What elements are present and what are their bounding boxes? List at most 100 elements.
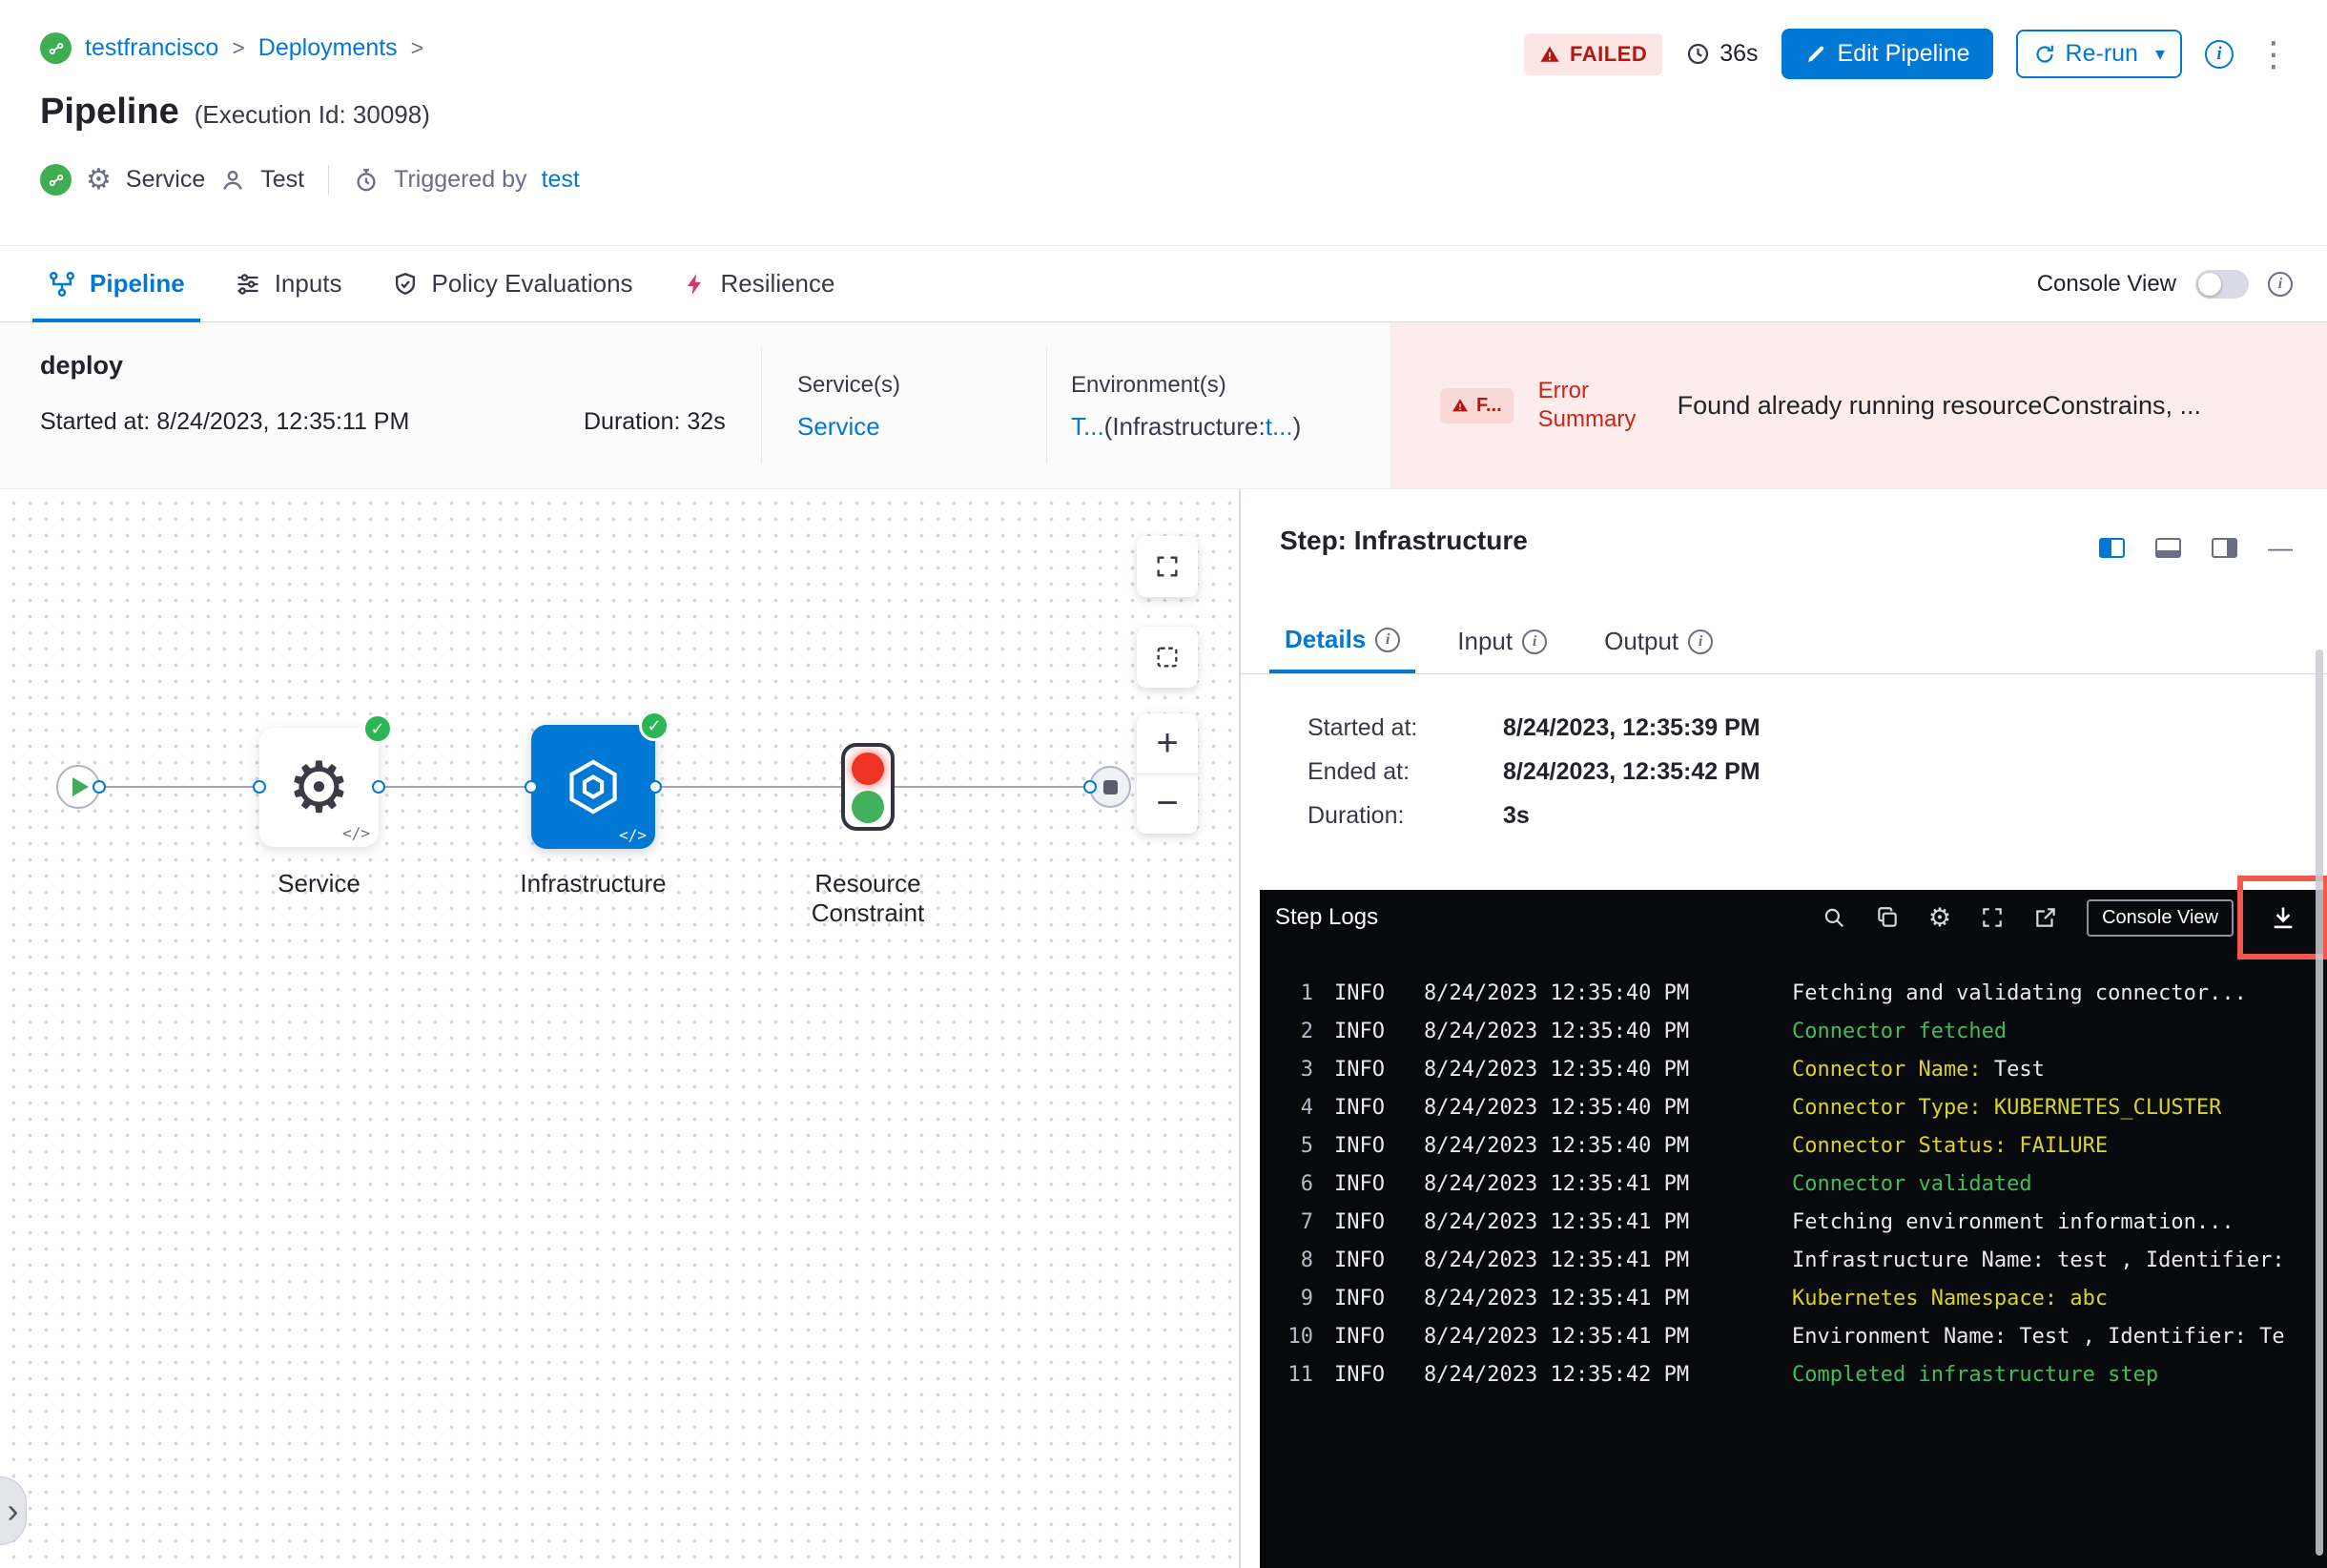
page-header: testfrancisco > Deployments > Pipeline (… [0,0,2327,245]
deployments-module-icon [40,32,72,64]
tab-pipeline-label: Pipeline [90,269,185,298]
breadcrumb-separator: > [410,35,424,60]
port-dot [649,780,662,794]
error-summary-strip: F... Error Summary Found already running… [1390,322,2327,488]
zoom-out-button[interactable]: − [1156,782,1179,825]
meta-service-label: Service [125,166,206,193]
step-detail-tabs: Details i Input i Output i [1269,609,1728,673]
rerun-button[interactable]: Re-run ▾ [2015,30,2182,78]
play-icon [72,777,89,796]
tab-input[interactable]: Input i [1442,609,1562,673]
resource-constraint-node[interactable] [841,743,895,831]
tab-resilience-label: Resilience [720,269,835,298]
edge-start-service [99,786,259,788]
detail-row-ended: Ended at: 8/24/2023, 12:35:42 PM [1308,758,1761,786]
more-options-kebab-icon[interactable]: ⋮ [2256,33,2291,73]
warning-triangle-icon [1540,46,1559,62]
tab-output[interactable]: Output i [1589,609,1728,673]
environments-value-link[interactable]: T...(Infrastructure:t...) [1071,412,1302,441]
error-status-chip-label: F... [1476,394,1502,416]
warning-triangle-icon [1452,399,1468,412]
stop-icon [1102,779,1118,794]
breadcrumb: testfrancisco > Deployments > [40,32,423,64]
step-panel-title: Step: Infrastructure [1280,526,1528,555]
page-title: Pipeline [40,92,179,132]
canvas-fullscreen-button[interactable] [1137,536,1198,597]
pencil-icon [1807,46,1823,62]
tabbar-right: Console View i [2037,246,2327,321]
log-settings-gear-icon[interactable]: ⚙ [1927,902,1952,932]
external-link-icon[interactable] [2033,905,2058,930]
pipeline-meta-row: ⚙ Service Test Triggered by test [40,164,580,196]
infrastructure-success-badge: ✓ [639,711,669,741]
edge-resource-end [895,786,1090,788]
execution-info-icon[interactable]: i [2205,39,2234,69]
output-info-icon[interactable]: i [1688,629,1714,654]
edge-infrastructure-resource [655,786,841,788]
breadcrumb-deployments-link[interactable]: Deployments [257,34,398,61]
duration-value: 3s [1503,802,1530,829]
infrastructure-code-glyph: </> [619,826,647,844]
environments-column: Environment(s) T...(Infrastructure:t...) [1071,372,1301,442]
status-badge-label: FAILED [1570,41,1648,66]
pipeline-canvas[interactable]: + − ⚙ ✓ </> Service ✓ </> [0,489,1240,1568]
download-icon [2274,907,2293,929]
detail-row-duration: Duration: 3s [1308,802,1761,830]
infrastructure-node[interactable]: ✓ </> [531,711,669,849]
service-gear-icon: ⚙ [86,163,112,196]
input-info-icon[interactable]: i [1522,629,1548,654]
stage-name[interactable]: deploy [40,351,124,380]
layout-bottom-view-icon[interactable] [2155,538,2181,558]
traffic-light-green [852,791,884,823]
tab-resilience[interactable]: Resilience [658,246,860,321]
tabs-divider [1241,673,2327,674]
execution-id: (Execution Id: 30098) [194,100,430,129]
zoom-in-button[interactable]: + [1156,721,1179,764]
infrastructure-hexagon-icon [569,759,617,815]
download-logs-button[interactable] [2237,876,2327,959]
canvas-select-button[interactable] [1137,627,1198,688]
tab-inputs-label: Inputs [274,269,342,298]
status-badge: FAILED [1524,32,1663,75]
resilience-tab-icon [687,273,701,295]
services-value-link[interactable]: Service [797,412,880,441]
panel-scrollbar[interactable] [2316,650,2323,1556]
pipeline-tab-icon [49,271,75,297]
triggered-by-user-link[interactable]: test [541,166,580,193]
fullscreen-icon[interactable] [1980,905,2005,930]
layout-right-view-icon[interactable] [2212,538,2237,558]
copy-icon[interactable] [1875,905,1900,930]
tab-output-label: Output [1604,627,1679,655]
rerun-caret-icon[interactable]: ▾ [2154,44,2165,65]
tab-input-label: Input [1457,627,1514,655]
left-flyout-expander[interactable]: › [0,1476,27,1545]
elapsed-time: 36s [1685,40,1759,68]
detail-row-started: Started at: 8/24/2023, 12:35:39 PM [1308,714,1761,742]
infrastructure-node-label: Infrastructure [520,869,667,897]
console-view-info-icon[interactable]: i [2268,271,2293,297]
breadcrumb-project-link[interactable]: testfrancisco [85,34,219,61]
search-icon[interactable] [1822,905,1846,930]
summary-divider [761,347,762,464]
edit-pipeline-button[interactable]: Edit Pipeline [1781,29,1993,79]
service-node[interactable]: ⚙ ✓ </> [259,713,393,847]
layout-split-view-icon[interactable] [2099,538,2125,558]
logs-console-view-button[interactable]: Console View [2087,898,2234,937]
console-view-toggle[interactable] [2195,269,2249,299]
ended-at-value: 8/24/2023, 12:35:42 PM [1503,758,1761,785]
panel-layout-controls: — [2099,533,2293,563]
tab-details[interactable]: Details i [1269,609,1416,673]
tab-pipeline[interactable]: Pipeline [23,246,210,322]
port-dot [1083,780,1097,794]
tab-policy-evaluations[interactable]: Policy Evaluations [367,246,658,321]
details-info-icon[interactable]: i [1375,627,1401,652]
traffic-light-red [852,753,884,785]
port-dot [93,780,106,794]
panel-minimize-icon[interactable]: — [2268,533,2293,562]
tab-inputs[interactable]: Inputs [210,246,367,321]
